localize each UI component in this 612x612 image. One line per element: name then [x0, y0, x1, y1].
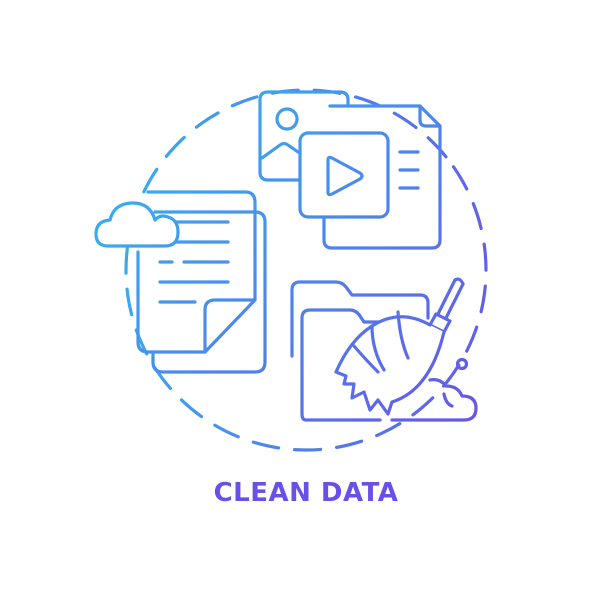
image-file-icon — [258, 90, 350, 182]
broom-icon — [334, 277, 465, 416]
dust-cloud-icon — [390, 357, 478, 422]
dashed-circle — [124, 88, 488, 452]
text-document-icon — [136, 190, 267, 374]
caption-title: CLEAN DATA — [213, 478, 399, 508]
video-file-icon — [298, 131, 390, 219]
text-file-icon — [322, 104, 442, 250]
cloud-icon — [94, 201, 180, 248]
folder-icon — [290, 280, 430, 422]
